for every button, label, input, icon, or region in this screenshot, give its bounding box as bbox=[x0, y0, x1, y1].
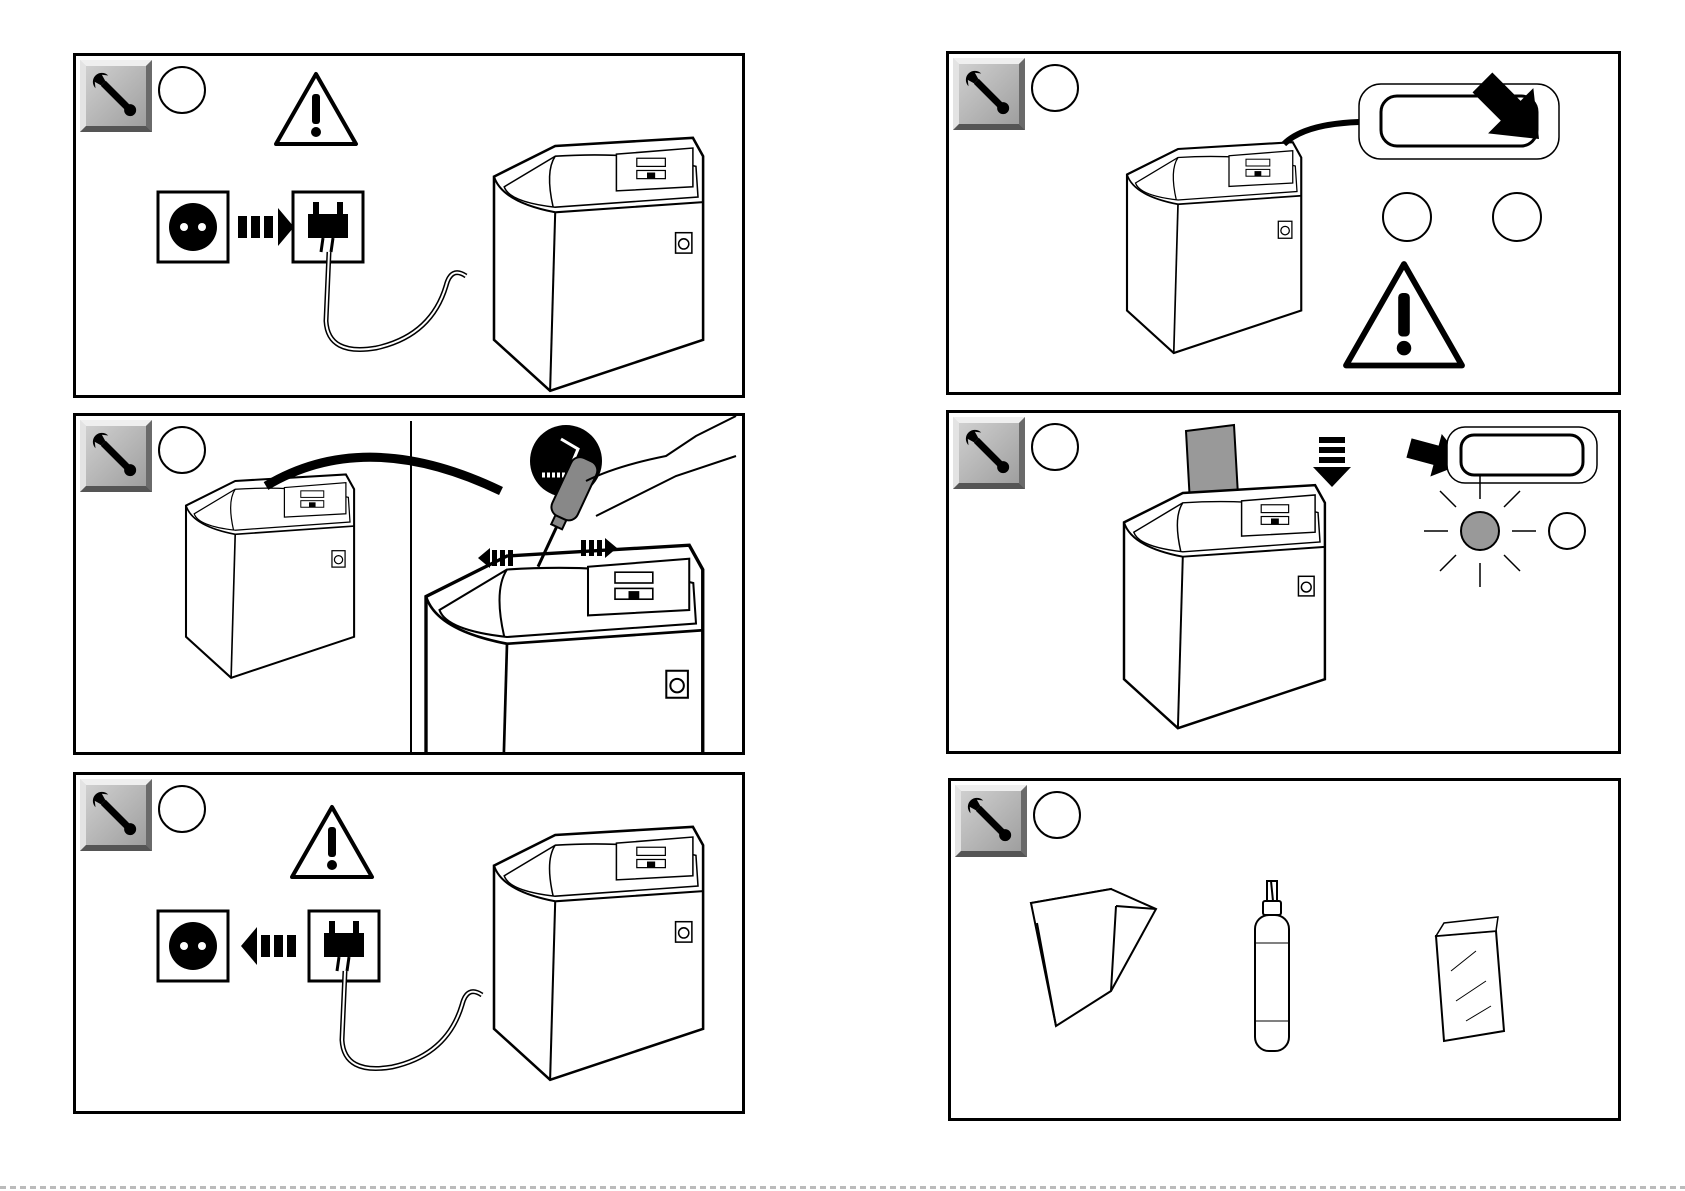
dashed-arrow-right-icon bbox=[238, 208, 294, 246]
shredder-icon bbox=[494, 138, 703, 391]
button-right bbox=[1493, 193, 1541, 241]
button-right bbox=[1549, 513, 1585, 549]
panel-step-1 bbox=[73, 53, 745, 398]
shredder-icon bbox=[1127, 142, 1301, 353]
panel-step-2 bbox=[73, 413, 745, 755]
socket-icon bbox=[158, 911, 228, 981]
plug-icon bbox=[293, 192, 363, 262]
shredder-icon bbox=[494, 827, 703, 1080]
shredder-icon bbox=[1124, 485, 1325, 728]
warning-triangle-icon bbox=[292, 807, 372, 877]
panel-step-3 bbox=[73, 772, 745, 1114]
panel-step-5 bbox=[946, 410, 1621, 754]
panel-step-4 bbox=[946, 51, 1621, 395]
page-edge-strip bbox=[0, 1186, 1685, 1189]
panel-step-6 bbox=[948, 778, 1621, 1121]
indicator-light-icon bbox=[1424, 475, 1536, 587]
socket-icon bbox=[158, 192, 228, 262]
shredder-icon bbox=[186, 474, 354, 677]
power-cord bbox=[326, 252, 466, 349]
hand-outline bbox=[586, 416, 736, 481]
plug-icon bbox=[309, 911, 379, 981]
oil-bottle-icon bbox=[1255, 881, 1289, 1051]
control-panel-icon bbox=[1447, 427, 1597, 483]
plastic-bag-icon bbox=[1436, 917, 1504, 1041]
button-left bbox=[1383, 193, 1431, 241]
warning-triangle-icon bbox=[276, 74, 356, 144]
warning-triangle-icon bbox=[1346, 264, 1462, 366]
shredder-icon bbox=[426, 545, 703, 755]
waste-bin-icon bbox=[1031, 889, 1156, 1026]
dashed-arrow-left-icon bbox=[241, 927, 296, 965]
power-cord bbox=[342, 971, 482, 1068]
leader-line bbox=[1284, 122, 1359, 144]
down-arrow-icon bbox=[1313, 437, 1351, 487]
